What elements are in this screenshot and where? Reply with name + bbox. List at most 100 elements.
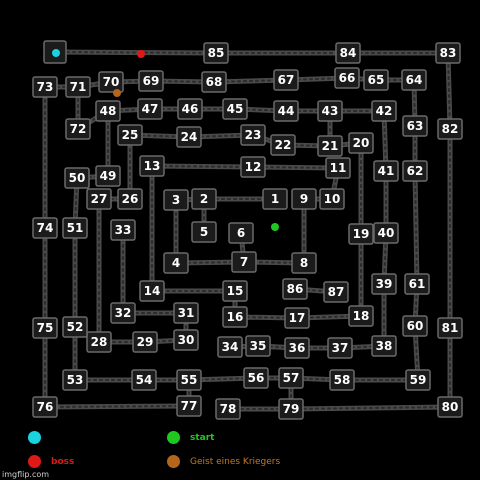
room-box [137,98,163,120]
room-box [191,188,217,210]
room-17: 17 [284,307,310,329]
room-3: 3 [163,189,189,211]
room-55: 55 [176,369,202,391]
path-detail-80-79 [290,406,451,410]
room-69: 69 [138,70,164,92]
room-box [405,369,431,391]
room-label: 22 [275,138,292,152]
room-box [131,369,157,391]
room-label: 45 [227,102,244,116]
room-label: 30 [178,333,195,347]
room-box [64,167,90,189]
room-box [240,124,266,146]
room-32: 32 [110,302,136,324]
room-box [138,70,164,92]
room-79: 79 [278,398,304,420]
room-box [270,134,296,156]
room-box [173,329,199,351]
path-detail-77-76 [44,405,190,408]
room-label: 86 [287,282,304,296]
room-28: 28 [86,331,112,353]
room-box [262,188,288,210]
room-23: 23 [240,124,266,146]
room-1: 1 [262,188,288,210]
room-label: 27 [91,192,108,206]
start-marker-icon [167,431,180,444]
room-label: 59 [410,373,427,387]
room-box [191,221,217,243]
room-52: 52 [62,316,88,338]
room-64: 64 [401,69,427,91]
room-83: 83 [435,42,461,64]
path-detail-player-85 [54,51,217,54]
room-box [371,273,397,295]
room-51: 51 [62,217,88,239]
room-label: 61 [409,277,426,291]
watermark: imgflip.com [2,470,50,479]
room-label: 81 [442,321,459,335]
room-label: 2 [200,192,208,206]
room-label: 41 [378,164,395,178]
legend-start: start [167,431,214,444]
room-label: 23 [245,128,262,142]
legend-boss: boss [28,455,74,468]
room-78: 78 [215,398,241,420]
room-box [348,305,374,327]
room-box [278,367,304,389]
room-box [222,280,248,302]
room-label: 12 [245,160,262,174]
room-71: 71 [65,76,91,98]
room-label: 75 [37,321,54,335]
room-label: 31 [178,306,195,320]
room-box [373,160,399,182]
room-65: 65 [363,69,389,91]
room-label: 7 [240,255,248,269]
room-label: 84 [340,46,357,60]
room-box [65,76,91,98]
room-81: 81 [437,317,463,339]
room-66: 66 [334,67,360,89]
room-label: 16 [227,310,244,324]
room-label: 62 [407,164,424,178]
room-box [95,165,121,187]
room-box [348,132,374,154]
room-27: 27 [86,188,112,210]
room-39: 39 [371,273,397,295]
path-detail-83-82 [447,52,451,130]
room-label: 76 [37,400,54,414]
room-box [110,219,136,241]
room-label: 25 [122,128,139,142]
room-box [215,398,241,420]
room-label: 11 [330,161,347,175]
room-box [327,337,353,359]
room-label: 10 [324,192,341,206]
room-38: 38 [371,335,397,357]
room-50: 50 [64,167,90,189]
room-box [373,222,399,244]
room-box [240,156,266,178]
room-box [402,315,428,337]
room-34: 34 [217,336,243,358]
room-85: 85 [203,42,229,64]
room-label: 13 [144,159,161,173]
room-57: 57 [278,367,304,389]
room-box [222,98,248,120]
ghost-marker-icon [167,455,180,468]
room-box [273,69,299,91]
room-box [435,42,461,64]
legend-player [28,431,51,444]
room-label: 43 [322,104,339,118]
path-detail-17-16 [234,316,298,319]
legend-ghost: Geist eines Kriegers [167,455,280,468]
room-box [163,189,189,211]
room-label: 39 [376,277,393,291]
room-label: 24 [181,130,198,144]
room-label: 52 [67,320,84,334]
room-67: 67 [273,69,299,91]
room-box [132,331,158,353]
room-box [291,188,317,210]
room-box [32,396,58,418]
room-label: 42 [376,104,393,118]
room-label: 65 [368,73,385,87]
room-label: 1 [271,192,279,206]
